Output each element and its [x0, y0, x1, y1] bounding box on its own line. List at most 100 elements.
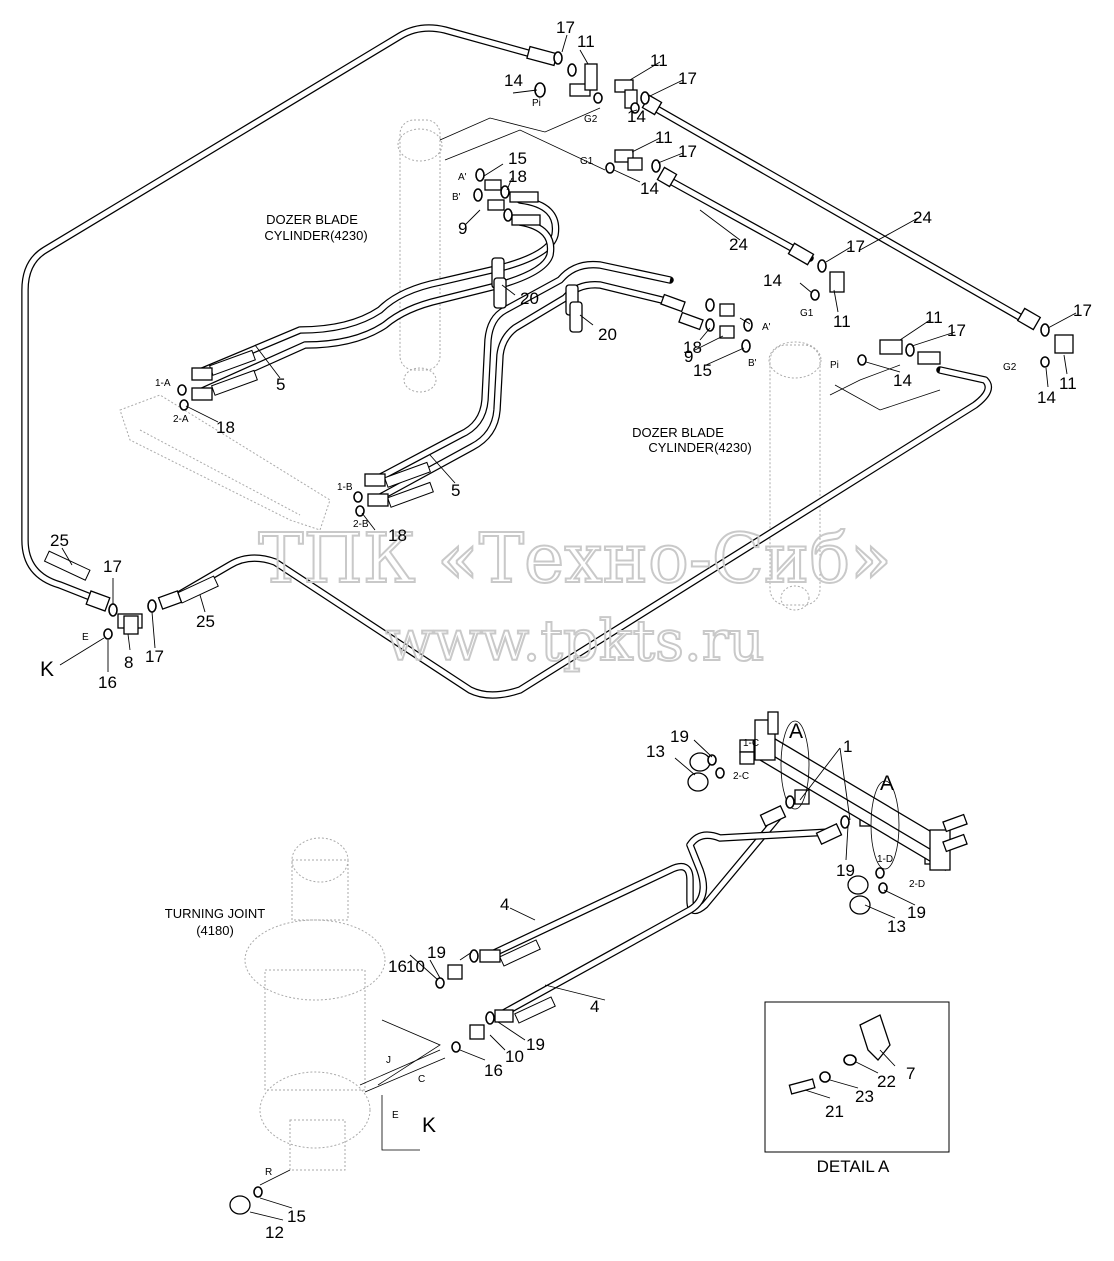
- port-2c: 2-C: [733, 771, 749, 782]
- port-e-top: E: [82, 632, 89, 643]
- callout-8: 8: [124, 653, 133, 672]
- port-g2-right: G2: [1003, 362, 1017, 373]
- hose-25-return: [166, 366, 993, 699]
- label-dozer-cylinder-right-1: DOZER BLADE: [632, 425, 724, 440]
- port-g1-top: G1: [580, 156, 594, 167]
- port-e-bottom: E: [392, 1110, 399, 1121]
- port-j: J: [386, 1055, 391, 1066]
- section-ring-a-1: [780, 720, 810, 810]
- callout-4: 4: [590, 997, 599, 1016]
- callout-9: 9: [458, 219, 467, 238]
- callout-5: 5: [276, 375, 285, 394]
- callout-1: 1: [843, 737, 852, 756]
- callout-20: 20: [520, 289, 539, 308]
- callout-23: 23: [855, 1087, 874, 1106]
- port-2a: 2-A: [173, 414, 189, 425]
- section-a-label-1: A: [789, 720, 803, 743]
- label-dozer-cylinder-right-2: CYLINDER(4230): [648, 440, 751, 455]
- callout-9: 9: [684, 347, 693, 366]
- callout-17: 17: [846, 237, 865, 256]
- callout-25: 25: [50, 531, 69, 550]
- callout-11: 11: [650, 51, 668, 70]
- callout-20: 20: [598, 325, 617, 344]
- callout-17: 17: [1073, 301, 1092, 320]
- detail-washer-22: [843, 1054, 857, 1066]
- port-k-top: K: [40, 658, 54, 681]
- callout-18: 18: [508, 167, 527, 186]
- hose-5-left-pair: [196, 196, 560, 396]
- callout-19: 19: [670, 727, 689, 746]
- watermark-company: ТПК «Техно-Сиб»: [258, 520, 892, 599]
- callout-19: 19: [907, 903, 926, 922]
- callout-7: 7: [906, 1064, 915, 1083]
- callout-14: 14: [1037, 388, 1056, 407]
- callout-16: 16: [388, 957, 407, 976]
- watermark: ТПК «Техно-Сиб» www.tpkts.ru: [257, 519, 893, 675]
- callout-14: 14: [893, 371, 912, 390]
- callout-22: 22: [877, 1072, 896, 1091]
- port-reference-lines: [259, 107, 941, 1186]
- port-k-bottom: K: [422, 1114, 436, 1137]
- callout-24: 24: [913, 208, 932, 227]
- port-c: C: [418, 1074, 425, 1085]
- callout-14: 14: [763, 271, 782, 290]
- label-detail-a: DETAIL A: [817, 1157, 890, 1176]
- callout-4: 4: [500, 895, 509, 914]
- port-pi-right: Pi: [830, 360, 839, 371]
- callout-15: 15: [508, 149, 527, 168]
- hose-25-long-loop: [21, 24, 539, 604]
- callout-15: 15: [287, 1207, 306, 1226]
- callout-14: 14: [504, 71, 523, 90]
- detail-bracket-7: [859, 1014, 891, 1061]
- label-turning-joint-2: (4180): [196, 923, 234, 938]
- watermark-url: www.tpkts.ru: [385, 609, 764, 674]
- callout-19: 19: [427, 943, 446, 962]
- braid-sections: [43, 349, 556, 1024]
- callout-16: 16: [484, 1061, 503, 1080]
- port-2d: 2-D: [909, 879, 925, 890]
- callout-17: 17: [556, 18, 575, 37]
- port-g1-right: G1: [800, 308, 814, 319]
- hose-5-right-pair: [371, 260, 674, 504]
- callout-17: 17: [947, 321, 966, 340]
- port-1c: 1-C: [743, 738, 759, 749]
- callout-11: 11: [833, 312, 851, 331]
- callout-11: 11: [655, 128, 673, 147]
- port-a-prime-left: A': [458, 172, 467, 183]
- callout-18: 18: [683, 338, 702, 357]
- callout-12: 12: [265, 1223, 284, 1242]
- port-r: R: [265, 1167, 272, 1178]
- o-rings: [103, 51, 1050, 1198]
- ghost-cylinder-left: [397, 119, 443, 393]
- callout-14: 14: [627, 107, 646, 126]
- clamp-20-right: [565, 284, 583, 333]
- callout-17: 17: [678, 142, 697, 161]
- callout-10: 10: [406, 957, 425, 976]
- callout-17: 17: [103, 557, 122, 576]
- callout-17: 17: [678, 69, 697, 88]
- callout-14: 14: [640, 179, 659, 198]
- port-1a: 1-A: [155, 378, 171, 389]
- callout-19: 19: [526, 1035, 545, 1054]
- port-2b: 2-B: [353, 519, 369, 530]
- ghost-turning-joint: [244, 837, 386, 1171]
- clamp-20-left: [491, 257, 507, 309]
- plug-12: [229, 1195, 251, 1215]
- port-a-prime-right: A': [762, 322, 771, 333]
- callout-24: 24: [729, 235, 748, 254]
- callout-16: 16: [98, 673, 117, 692]
- callout-18: 18: [388, 526, 407, 545]
- section-a-label-2: A: [880, 772, 894, 795]
- port-b-prime-left: B': [452, 192, 461, 203]
- label-dozer-cylinder-left-1: DOZER BLADE: [266, 212, 358, 227]
- callout-13: 13: [646, 742, 665, 761]
- callout-21: 21: [825, 1102, 844, 1121]
- port-pi-top: Pi: [532, 98, 541, 109]
- plug-13-upper: [687, 752, 711, 792]
- tee-fitting-8: [123, 615, 139, 635]
- port-1b: 1-B: [337, 482, 353, 493]
- label-dozer-cylinder-left-2: CYLINDER(4230): [264, 228, 367, 243]
- port-1d: 1-D: [877, 854, 893, 865]
